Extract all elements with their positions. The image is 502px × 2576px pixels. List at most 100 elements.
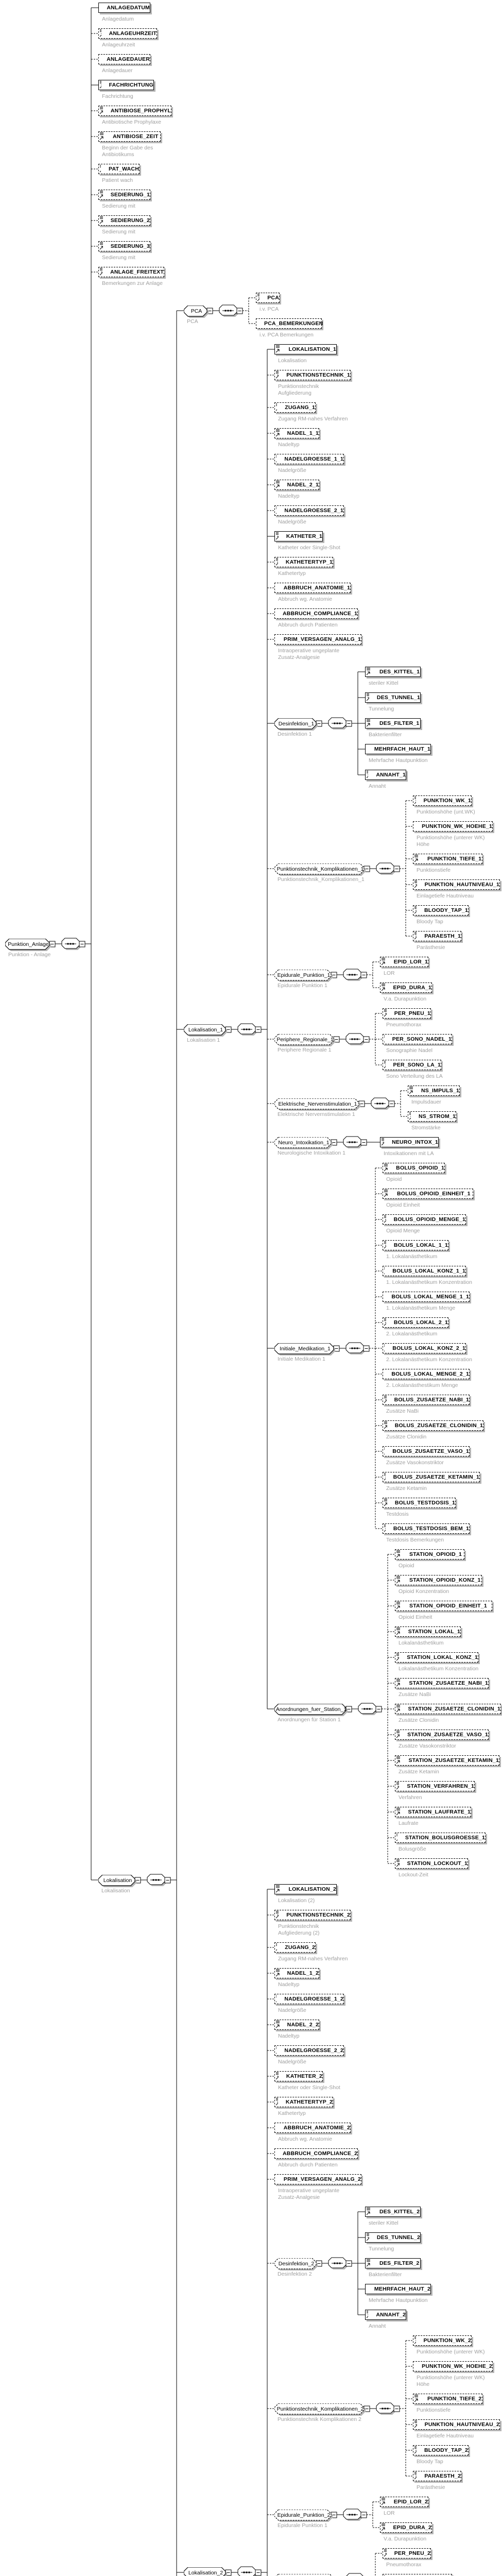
element-box-BOLUS_ZUSAETZE_NABI_1[interactable]: BOLUS_ZUSAETZE_NABI_1	[383, 1395, 470, 1405]
compound-element-Elektrische_Nervenstimulation_1[interactable]: Elektrische_Nervenstimulation_1	[274, 1098, 361, 1111]
compound-element-Anordnungen_fuer_Station_1[interactable]: Anordnungen_fuer_Station_1	[274, 1703, 348, 1717]
compound-element-Periphere_Regionale_2[interactable]: Periphere_Regionale_2	[274, 2573, 336, 2576]
element-box-STATION_LOKAL_1[interactable]: STATION_LOKAL_1	[395, 1626, 461, 1637]
element-box-ANLAGEDAUER[interactable]: ANLAGEDAUER	[98, 54, 150, 64]
element-box-BOLUS_LOKAL_1_1[interactable]: BOLUS_LOKAL_1_1	[383, 1240, 448, 1250]
element-box-STATION_VERFAHREN_1[interactable]: STATION_VERFAHREN_1	[395, 1781, 475, 1791]
element-box-ZUGANG_2[interactable]: ZUGANG_2	[274, 1942, 316, 1953]
element-box-KATHETERTYP_2[interactable]: KATHETERTYP_2	[274, 2097, 333, 2107]
element-box-PARAESTH_2[interactable]: PARAESTH_2	[413, 2471, 461, 2481]
element-box-NADEL_1_2[interactable]: NADEL_1_2	[274, 1968, 319, 1978]
element-box-DES_FILTER_1[interactable]: DES_FILTER_1	[365, 718, 421, 728]
element-box-BOLUS_OPIOID_MENGE_1[interactable]: BOLUS_OPIOID_MENGE_1	[383, 1214, 466, 1225]
element-box-ZUGANG_1[interactable]: ZUGANG_1	[274, 402, 316, 413]
element-box-LOKALISATION_1[interactable]: LOKALISATION_1	[274, 344, 337, 354]
element-box-DES_FILTER_2[interactable]: DES_FILTER_2	[365, 2258, 421, 2268]
element-box-ANLAGEDATUM[interactable]: ANLAGEDATUM	[98, 3, 150, 13]
element-box-STATION_ZUSAETZE_NABI_1[interactable]: STATION_ZUSAETZE_NABI_1	[395, 1678, 489, 1688]
element-box-ANNAHT_1[interactable]: ANNAHT_1	[365, 770, 406, 780]
compound-element-Desinfektion_1[interactable]: Desinfektion_1	[274, 718, 318, 731]
compound-element-Punktionstechnik_Komplikationen_1[interactable]: Punktionstechnik_Komplikationen_1	[274, 863, 366, 876]
element-box-PUNKTIONSTECHNIK_1[interactable]: PUNKTIONSTECHNIK_1	[274, 370, 351, 380]
element-box-NEURO_INTOX_1[interactable]: NEURO_INTOX_1	[380, 1137, 439, 1147]
element-box-ANLAGEUHRZEIT[interactable]: ANLAGEUHRZEIT	[98, 28, 157, 39]
element-box-NADELGROESSE_1_1[interactable]: NADELGROESSE_1_1	[274, 454, 344, 464]
element-box-PUNKTION_HAUTNIVEAU_2[interactable]: PUNKTION_HAUTNIVEAU_2	[413, 2419, 500, 2430]
element-box-BOLUS_OPIOID_EINHEIT_1[interactable]: BOLUS_OPIOID_EINHEIT_1	[383, 1189, 473, 1199]
element-box-DES_KITTEL_2[interactable]: DES_KITTEL_2	[365, 2207, 421, 2217]
element-box-BOLUS_TESTDOSIS_1[interactable]: BOLUS_TESTDOSIS_1	[383, 1498, 456, 1508]
element-box-EPID_DURA_2[interactable]: EPID_DURA_2	[380, 2522, 432, 2533]
element-box-MEHRFACH_HAUT_2[interactable]: MEHRFACH_HAUT_2	[365, 2284, 431, 2294]
element-box-BOLUS_ZUSAETZE_VASO_1[interactable]: BOLUS_ZUSAETZE_VASO_1	[383, 1446, 470, 1456]
element-box-KATHETER_2[interactable]: KATHETER_2	[274, 2071, 323, 2081]
element-box-STATION_LOCKOUT_1[interactable]: STATION_LOCKOUT_1	[395, 1858, 468, 1869]
element-box-STATION_OPIOID_KONZ_1[interactable]: STATION_OPIOID_KONZ_1	[395, 1575, 482, 1585]
element-box-FACHRICHTUNG[interactable]: FACHRICHTUNG	[98, 80, 154, 90]
element-box-DES_TUNNEL_2[interactable]: DES_TUNNEL_2	[365, 2232, 421, 2243]
element-box-NADEL_1_1[interactable]: NADEL_1_1	[274, 428, 319, 438]
element-box-PER_SONO_LA_1[interactable]: PER_SONO_LA_1	[383, 1060, 441, 1070]
element-box-PUNKTIONSTECHNIK_2[interactable]: PUNKTIONSTECHNIK_2	[274, 1910, 351, 1920]
element-box-NS_IMPULS_1[interactable]: NS_IMPULS_1	[408, 1086, 460, 1096]
element-box-ABBRUCH_COMPLIANCE_1[interactable]: ABBRUCH_COMPLIANCE_1	[274, 608, 358, 619]
element-box-BOLUS_OPIOID_1[interactable]: BOLUS_OPIOID_1	[383, 1163, 445, 1173]
element-box-KATHETERTYP_1[interactable]: KATHETERTYP_1	[274, 557, 333, 567]
element-box-EPID_LOR_2[interactable]: EPID_LOR_2	[380, 2497, 428, 2507]
element-box-NADEL_2_1[interactable]: NADEL_2_1	[274, 480, 319, 490]
element-box-PUNKTION_WK_HOEHE_2[interactable]: PUNKTION_WK_HOEHE_2	[413, 2361, 493, 2371]
element-box-DES_KITTEL_1[interactable]: DES_KITTEL_1	[365, 667, 421, 677]
element-box-PRIM_VERSAGEN_ANALG_2[interactable]: PRIM_VERSAGEN_ANALG_2	[274, 2174, 361, 2184]
element-box-PCA[interactable]: PCA	[256, 293, 280, 303]
element-box-BOLUS_LOKAL_KONZ_2_1[interactable]: BOLUS_LOKAL_KONZ_2_1	[383, 1343, 466, 1353]
element-box-PARAESTH_1[interactable]: PARAESTH_1	[413, 931, 461, 941]
compound-element-Desinfektion_2[interactable]: Desinfektion_2	[274, 2258, 318, 2271]
element-box-BOLUS_ZUSAETZE_KETAMIN_1[interactable]: BOLUS_ZUSAETZE_KETAMIN_1	[383, 1472, 480, 1482]
element-box-EPID_DURA_1[interactable]: EPID_DURA_1	[380, 982, 432, 993]
compound-element-Neuro_Intoxikation_1[interactable]: Neuro_Intoxikation_1	[274, 1137, 333, 1150]
element-box-PER_SONO_NADEL_1[interactable]: PER_SONO_NADEL_1	[383, 1034, 452, 1044]
element-box-BOLUS_LOKAL_2_1[interactable]: BOLUS_LOKAL_2_1	[383, 1317, 448, 1328]
element-box-ANLAGE_FREITEXT[interactable]: ANLAGE_FREITEXT	[98, 267, 164, 277]
compound-element-Periphere_Regionale_1[interactable]: Periphere_Regionale_1	[274, 1033, 336, 1047]
element-box-ANTIBIOSE_ZEIT[interactable]: ANTIBIOSE_ZEIT	[98, 131, 161, 142]
element-box-PCA_BEMERKUNGEN[interactable]: PCA_BEMERKUNGEN	[256, 318, 323, 329]
element-box-STATION_OPIOID_1[interactable]: STATION_OPIOID_1	[395, 1549, 464, 1560]
element-box-ABBRUCH_ANATOMIE_1[interactable]: ABBRUCH_ANATOMIE_1	[274, 583, 351, 593]
element-box-BOLUS_LOKAL_MENGE_2_1[interactable]: BOLUS_LOKAL_MENGE_2_1	[383, 1369, 470, 1379]
compound-element-Punktion_Anlage[interactable]: Punktion_Anlage	[5, 938, 51, 952]
element-box-PAT_WACH[interactable]: PAT_WACH	[98, 164, 140, 174]
element-box-STATION_BOLUSGROESSE_1[interactable]: STATION_BOLUSGROESSE_1	[395, 1833, 486, 1843]
element-box-ANTIBIOSE_PROPHYL[interactable]: ANTIBIOSE_PROPHYL	[98, 106, 171, 116]
element-box-STATION_ZUSAETZE_CLONIDIN_1[interactable]: STATION_ZUSAETZE_CLONIDIN_1	[395, 1704, 501, 1714]
element-box-ANNAHT_2[interactable]: ANNAHT_2	[365, 2310, 406, 2320]
element-box-STATION_ZUSAETZE_VASO_1[interactable]: STATION_ZUSAETZE_VASO_1	[395, 1730, 489, 1740]
element-box-BLOODY_TAP_2[interactable]: BLOODY_TAP_2	[413, 2445, 469, 2455]
element-box-BOLUS_ZUSAETZE_CLONIDIN_1[interactable]: BOLUS_ZUSAETZE_CLONIDIN_1	[383, 1420, 483, 1431]
element-box-BOLUS_LOKAL_KONZ_1_1[interactable]: BOLUS_LOKAL_KONZ_1_1	[383, 1266, 466, 1276]
element-box-PUNKTION_WK_2[interactable]: PUNKTION_WK_2	[413, 2335, 472, 2346]
element-box-PUNKTION_TIEFE_2[interactable]: PUNKTION_TIEFE_2	[413, 2394, 482, 2404]
element-box-PUNKTION_HAUTNIVEAU_1[interactable]: PUNKTION_HAUTNIVEAU_1	[413, 879, 500, 890]
sequence-compositor[interactable]	[346, 2573, 363, 2576]
element-box-NADEL_2_2[interactable]: NADEL_2_2	[274, 2020, 319, 2030]
element-box-BOLUS_LOKAL_MENGE_1_1[interactable]: BOLUS_LOKAL_MENGE_1_1	[383, 1292, 470, 1302]
element-box-ABBRUCH_ANATOMIE_2[interactable]: ABBRUCH_ANATOMIE_2	[274, 2123, 351, 2133]
element-box-KATHETER_1[interactable]: KATHETER_1	[274, 531, 323, 541]
element-box-PUNKTION_TIEFE_1[interactable]: PUNKTION_TIEFE_1	[413, 854, 482, 864]
element-box-NADELGROESSE_1_2[interactable]: NADELGROESSE_1_2	[274, 1994, 344, 2004]
element-box-STATION_LOKAL_KONZ_1[interactable]: STATION_LOKAL_KONZ_1	[395, 1652, 478, 1663]
element-box-NS_STROM_1[interactable]: NS_STROM_1	[408, 1111, 456, 1122]
element-box-PER_PNEU_1[interactable]: PER_PNEU_1	[383, 1008, 431, 1019]
compound-element-Initiale_Medikation_1[interactable]: Initiale_Medikation_1	[274, 1343, 336, 1356]
element-box-PUNKTION_WK_1[interactable]: PUNKTION_WK_1	[413, 795, 472, 806]
element-box-LOKALISATION_2[interactable]: LOKALISATION_2	[274, 1884, 337, 1894]
element-box-PRIM_VERSAGEN_ANALG_1[interactable]: PRIM_VERSAGEN_ANALG_1	[274, 634, 361, 645]
element-box-STATION_ZUSAETZE_KETAMIN_1[interactable]: STATION_ZUSAETZE_KETAMIN_1	[395, 1755, 499, 1766]
compound-element-Lokalisation[interactable]: Lokalisation	[98, 1874, 137, 1888]
element-box-PUNKTION_WK_HOEHE_1[interactable]: PUNKTION_WK_HOEHE_1	[413, 821, 493, 832]
compound-element-Lokalisation_2[interactable]: Lokalisation_2	[183, 2567, 228, 2576]
element-box-ABBRUCH_COMPLIANCE_2[interactable]: ABBRUCH_COMPLIANCE_2	[274, 2148, 358, 2159]
element-box-NADELGROESSE_2_1[interactable]: NADELGROESSE_2_1	[274, 505, 344, 516]
element-box-SEDIERUNG_2[interactable]: SEDIERUNG_2	[98, 215, 150, 226]
